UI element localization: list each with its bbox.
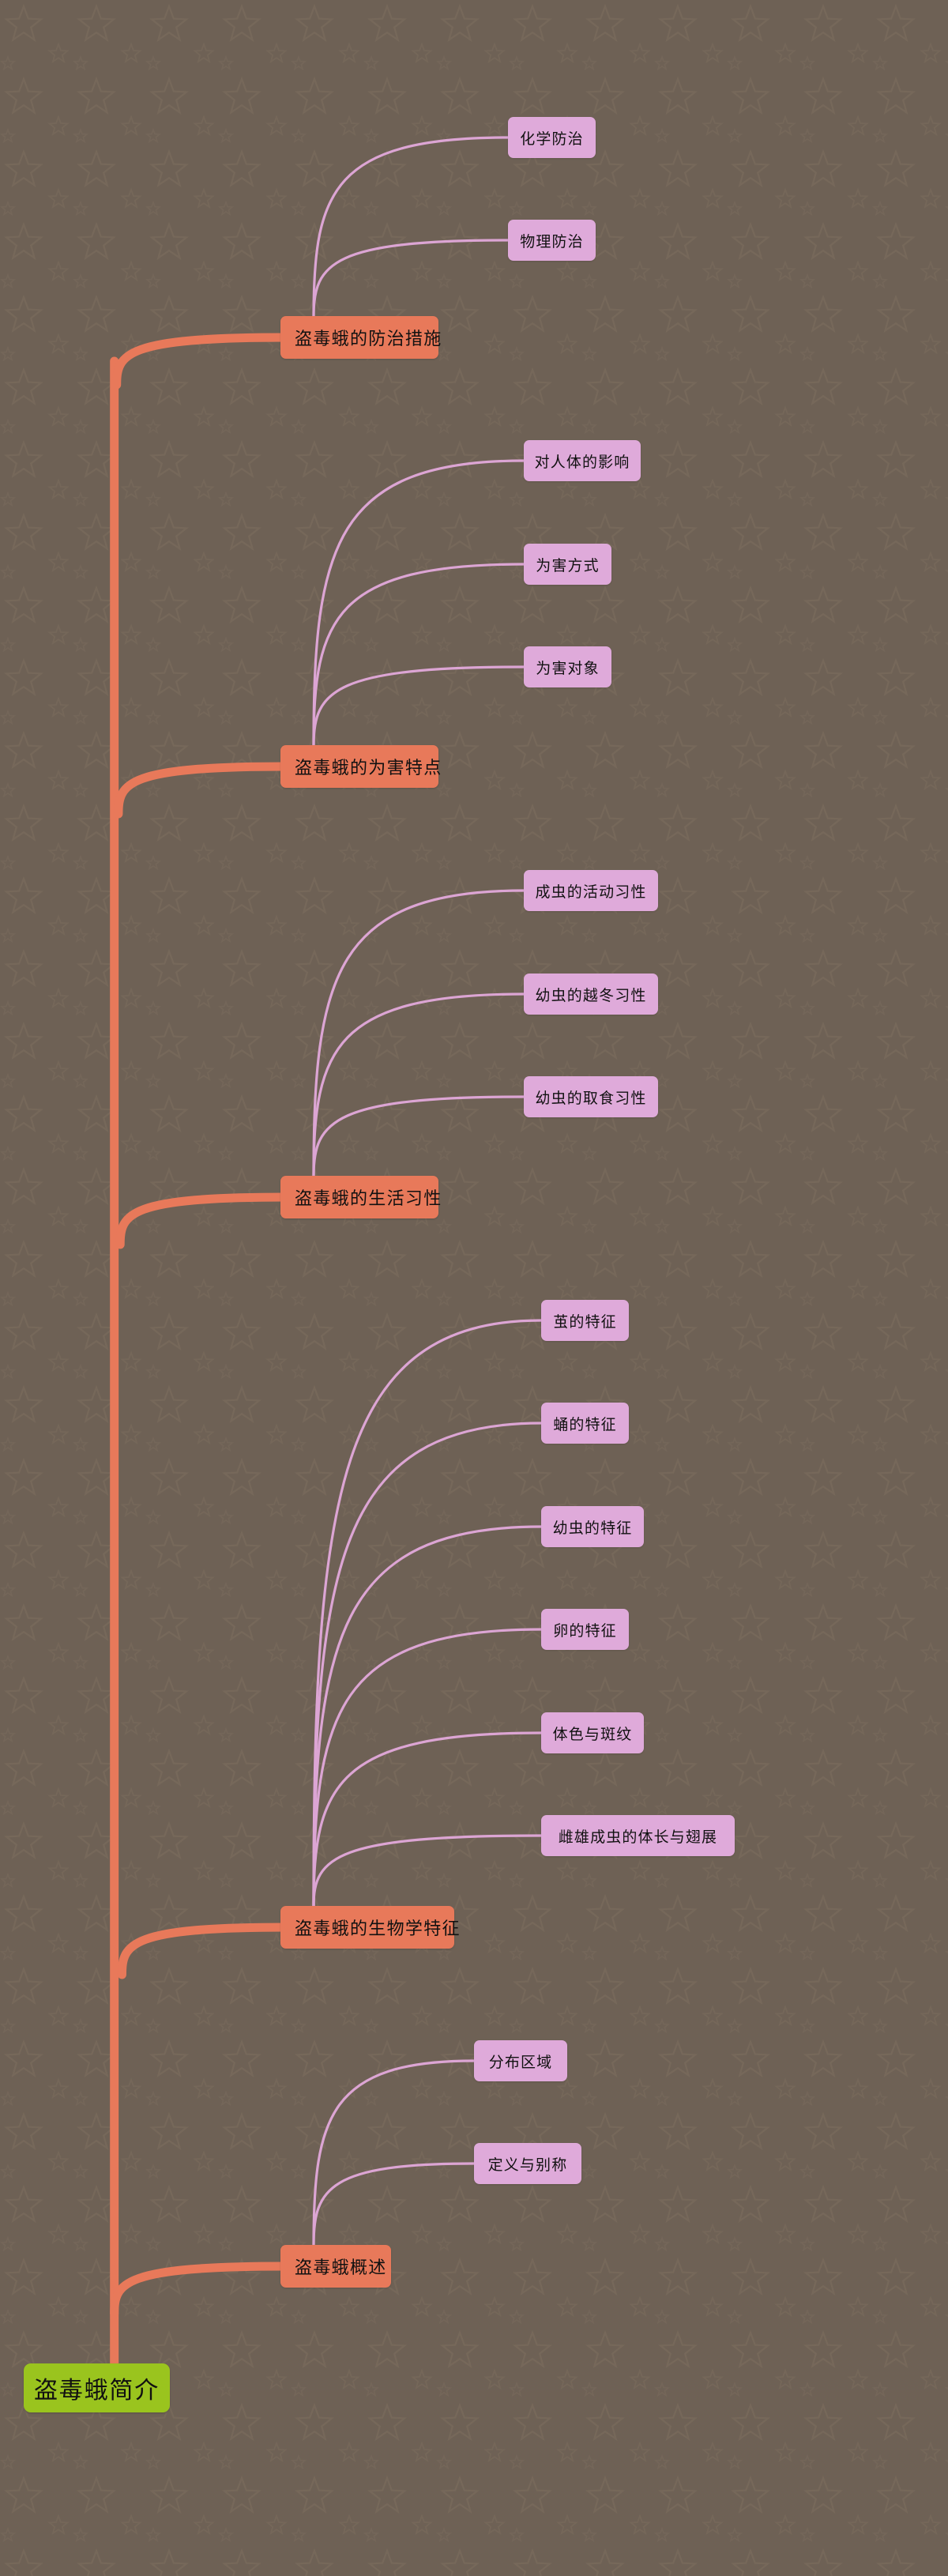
node-label: 成虫的活动习性 [535, 883, 647, 901]
branch-node-branch-shengwuxue[interactable]: 盗毒蛾的生物学特征 [280, 1906, 460, 1949]
node-label: 定义与别称 [487, 2156, 568, 2174]
branch-node-branch-weihai[interactable]: 盗毒蛾的为害特点 [280, 745, 441, 788]
branch-node-branch-fangzhi[interactable]: 盗毒蛾的防治措施 [280, 316, 441, 359]
leaf-node-leaf-wuli[interactable]: 物理防治 [508, 220, 596, 261]
leaf-node-leaf-fenbu[interactable]: 分布区域 [474, 2040, 567, 2081]
leaf-node-leaf-cixiong[interactable]: 雌雄成虫的体长与翅展 [541, 1815, 735, 1856]
leaf-node-leaf-yong[interactable]: 蛹的特征 [541, 1403, 629, 1444]
node-label: 幼虫的取食习性 [535, 1090, 647, 1107]
node-label: 盗毒蛾概述 [295, 2258, 387, 2277]
node-label: 化学防治 [520, 130, 584, 148]
leaf-node-leaf-tise[interactable]: 体色与斑纹 [541, 1712, 644, 1753]
node-label: 盗毒蛾的为害特点 [295, 758, 442, 778]
leaf-node-leaf-qushi[interactable]: 幼虫的取食习性 [524, 1076, 658, 1117]
leaf-node-leaf-dingyi[interactable]: 定义与别称 [474, 2143, 581, 2184]
node-label: 对人体的影响 [534, 454, 630, 471]
leaf-node-leaf-yuedong[interactable]: 幼虫的越冬习性 [524, 974, 658, 1015]
leaf-node-leaf-luan[interactable]: 卵的特征 [541, 1609, 629, 1650]
node-label: 为害对象 [536, 660, 600, 677]
branch-node-branch-shenghuo[interactable]: 盗毒蛾的生活习性 [280, 1176, 441, 1218]
node-label: 幼虫的特征 [552, 1520, 633, 1537]
leaf-node-leaf-jian[interactable]: 茧的特征 [541, 1300, 629, 1341]
root-node-root[interactable]: 盗毒蛾简介 [24, 2363, 170, 2412]
leaf-node-leaf-duixiang[interactable]: 为害对象 [524, 646, 611, 687]
leaf-node-leaf-renti[interactable]: 对人体的影响 [524, 440, 641, 481]
leaf-node-leaf-fangshi[interactable]: 为害方式 [524, 544, 611, 585]
node-label: 体色与斑纹 [552, 1726, 633, 1743]
node-label: 盗毒蛾的防治措施 [295, 329, 442, 348]
leaf-node-leaf-chengchong[interactable]: 成虫的活动习性 [524, 870, 658, 911]
node-label: 物理防治 [520, 233, 584, 250]
node-label: 茧的特征 [553, 1313, 617, 1331]
node-label: 为害方式 [536, 557, 600, 574]
leaf-node-leaf-youchong[interactable]: 幼虫的特征 [541, 1506, 644, 1547]
node-label: 盗毒蛾简介 [34, 2378, 160, 2404]
leaf-node-leaf-huaxue[interactable]: 化学防治 [508, 117, 596, 158]
node-label: 分布区域 [488, 2054, 553, 2071]
node-label: 盗毒蛾的生物学特征 [295, 1919, 461, 1938]
node-label: 蛹的特征 [553, 1416, 617, 1433]
node-label: 幼虫的越冬习性 [535, 987, 647, 1004]
node-label: 盗毒蛾的生活习性 [295, 1188, 442, 1208]
node-label: 卵的特征 [553, 1622, 617, 1640]
branch-node-branch-gaishu[interactable]: 盗毒蛾概述 [280, 2245, 391, 2288]
node-label: 雌雄成虫的体长与翅展 [558, 1828, 718, 1846]
